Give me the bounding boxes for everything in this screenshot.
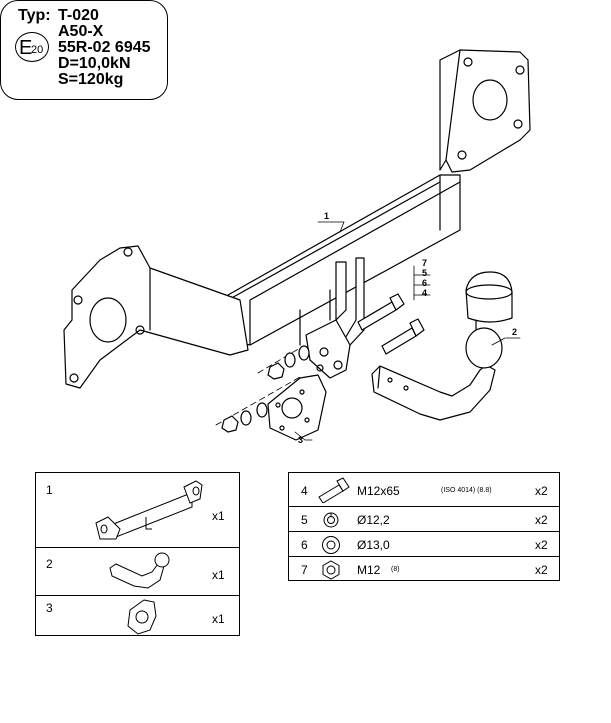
d-value: D=10,0kN — [58, 55, 131, 72]
hardware-description: Ø12,2 — [357, 513, 390, 527]
callout-7: 7 — [422, 258, 428, 268]
e-mark-letter: E — [19, 37, 33, 59]
socket-plate-thumbnail-icon — [127, 599, 157, 635]
assembly-row-3: 3 x1 — [36, 596, 239, 636]
hardware-number: 6 — [301, 538, 308, 552]
hardware-standard-note: (ISO 4014) (8.8) — [441, 487, 492, 494]
assembly-number: 1 — [46, 483, 53, 497]
hardware-number: 7 — [301, 563, 308, 577]
hardware-description: M12 — [357, 563, 381, 577]
assembly-number: 3 — [46, 601, 53, 615]
right-mounting-plate — [439, 49, 531, 173]
hardware-description: Ø13,0 — [357, 538, 390, 552]
hardware-grade-note: (8) — [391, 566, 400, 573]
assembly-row-1: 1 x1 — [36, 473, 239, 548]
callout-2: 2 — [512, 327, 518, 337]
hardware-number: 5 — [301, 513, 308, 527]
assembly-quantity: x1 — [212, 509, 225, 523]
spring-washer-icon — [323, 512, 339, 528]
type-plate: Typ: T-020 A50-X 55R-02 6945 D=10,0kN S=… — [0, 0, 168, 100]
flat-washer-icon — [322, 536, 340, 554]
left-mounting-plate — [63, 245, 249, 389]
ball-cap — [465, 271, 513, 323]
hardware-row: 6 Ø13,0 x2 — [289, 532, 559, 557]
class-value: A50-X — [58, 23, 104, 40]
hardware-number: 4 — [301, 484, 308, 498]
exploded-assembly-drawing — [63, 49, 531, 441]
assembly-quantity: x1 — [212, 568, 225, 582]
e-mark-number: 20 — [31, 44, 44, 56]
cross-beam-thumbnail-icon — [95, 480, 203, 540]
callout-3: 3 — [298, 435, 304, 445]
assembly-number: 2 — [46, 557, 53, 571]
hardware-row: 4 M12x65 (ISO 4014) (8.8) x2 — [289, 473, 559, 507]
typ-value: T-020 — [58, 7, 99, 24]
hex-nut-icon — [322, 560, 340, 580]
hardware-quantity: x2 — [535, 563, 548, 577]
hardware-row: 5 Ø12,2 x2 — [289, 507, 559, 532]
callout-6: 6 — [422, 278, 428, 288]
leader-lines — [294, 221, 521, 441]
hardware-quantity: x2 — [535, 484, 548, 498]
socket-plate — [267, 374, 327, 441]
assembly-table: 1 x1 2 x1 3 x1 — [35, 472, 240, 636]
hardware-table: 4 M12x65 (ISO 4014) (8.8) x2 5 Ø12,2 x2 … — [288, 472, 560, 581]
callout-5: 5 — [422, 268, 428, 278]
assembly-row-2: 2 x1 — [36, 548, 239, 596]
s-value: S=120kg — [58, 71, 124, 88]
bolt-icon — [318, 477, 350, 503]
e-mark: E 20 — [15, 32, 49, 62]
hardware-quantity: x2 — [535, 538, 548, 552]
hardware-quantity: x2 — [535, 513, 548, 527]
ball-neck-thumbnail-icon — [109, 552, 170, 589]
approval-number: 55R-02 6945 — [58, 39, 151, 56]
hardware-description: M12x65 — [357, 484, 400, 498]
hardware-row: 7 M12 (8) x2 — [289, 557, 559, 582]
typ-label: Typ: — [18, 7, 51, 24]
callout-4: 4 — [422, 288, 428, 298]
ball-neck — [371, 317, 503, 421]
fastener-stack — [215, 345, 310, 433]
bolts — [357, 293, 425, 355]
assembly-quantity: x1 — [212, 612, 225, 626]
callout-1: 1 — [324, 211, 330, 221]
